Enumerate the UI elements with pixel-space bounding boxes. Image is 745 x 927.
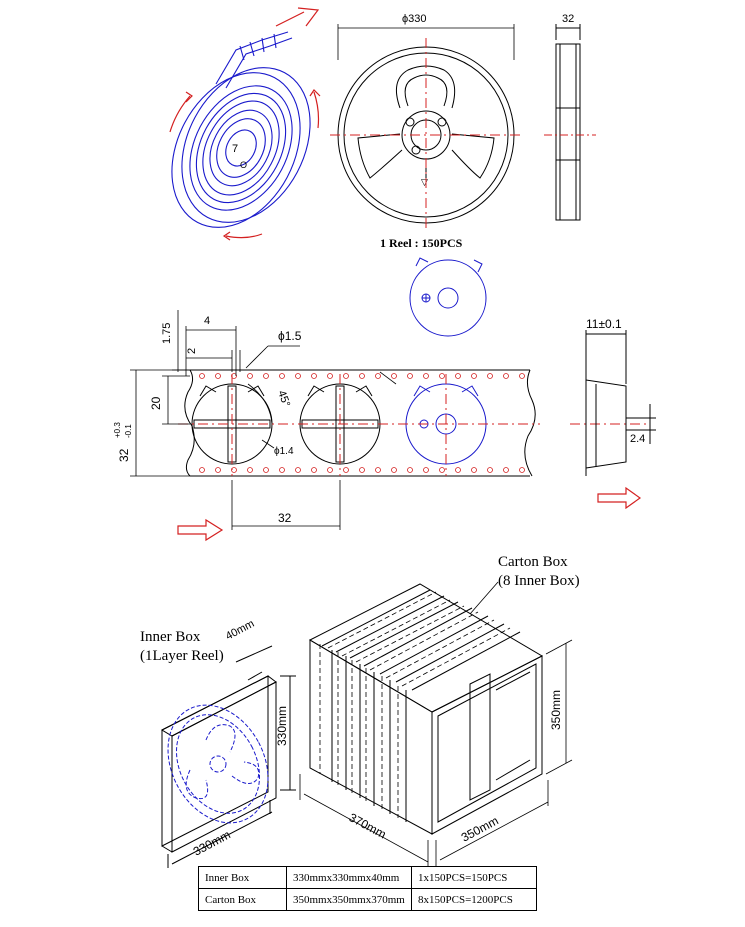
packing-spec-table: Inner Box 330mmx330mmx40mm 1x150PCS=150P… bbox=[198, 866, 537, 911]
table-cell: Inner Box bbox=[198, 866, 287, 889]
carton-box-drawing bbox=[308, 583, 544, 835]
carton-dashed-lines bbox=[319, 591, 511, 818]
dim-width: 32 bbox=[117, 448, 131, 462]
dim-width-tol-minus: -0.1 bbox=[124, 424, 133, 438]
inner-box-drawing bbox=[160, 645, 296, 868]
table-cell: 1x150PCS=150PCS bbox=[411, 866, 537, 889]
inner-box-reel bbox=[167, 704, 269, 824]
carton-dim-length: 370mm bbox=[347, 810, 389, 841]
svg-text:7: 7 bbox=[232, 143, 238, 155]
feed-direction-arrows bbox=[177, 486, 642, 542]
dim-175: 1.75 bbox=[161, 323, 173, 344]
table-cell: 8x150PCS=1200PCS bbox=[411, 888, 537, 911]
dim-pin: ϕ1.4 bbox=[274, 446, 294, 457]
inner-dim-height: 330mm bbox=[275, 706, 289, 746]
svg-text:▽: ▽ bbox=[421, 177, 428, 187]
dim-hole: ϕ1.5 bbox=[278, 329, 302, 343]
rotation-arrows bbox=[169, 7, 321, 241]
table-cell: 330mmx330mmx40mm bbox=[286, 866, 412, 889]
dim-4: 4 bbox=[204, 315, 210, 327]
reel-3d-view: 7 O bbox=[171, 31, 311, 228]
carton-dim-width: 350mm bbox=[459, 814, 501, 845]
dim-2: 2 bbox=[186, 348, 198, 354]
carton-dim-height: 350mm bbox=[549, 690, 563, 730]
dim-pitch: 32 bbox=[278, 511, 292, 525]
carton-label-2: (8 Inner Box) bbox=[498, 573, 580, 589]
inner-dim-depth: 40mm bbox=[224, 618, 257, 643]
inner-dim-width: 330mm bbox=[191, 828, 233, 859]
tape-side-view bbox=[585, 330, 656, 476]
inner-label-1: Inner Box bbox=[140, 629, 201, 645]
table-row: Carton Box 350mmx350mmx370mm 8x150PCS=12… bbox=[198, 888, 537, 911]
table-cell: 350mmx350mmx370mm bbox=[286, 888, 412, 911]
dim-angle: 45° bbox=[275, 389, 292, 409]
tape-centerlines bbox=[178, 374, 650, 476]
svg-text:O: O bbox=[240, 160, 247, 170]
reel-width-label: 32 bbox=[562, 13, 574, 25]
table-row: Inner Box 330mmx330mmx40mm 1x150PCS=150P… bbox=[198, 866, 537, 889]
dim-thickness: 2.4 bbox=[630, 433, 645, 445]
dim-20: 20 bbox=[149, 396, 163, 410]
dim-height: 11±0.1 bbox=[586, 317, 622, 331]
inner-label-2: (1Layer Reel) bbox=[140, 648, 224, 664]
tape-dimensions bbox=[130, 310, 397, 530]
carton-label-1: Carton Box bbox=[498, 554, 568, 570]
carton-dimension-lines bbox=[299, 581, 573, 866]
tape-sprocket-holes bbox=[199, 373, 525, 473]
tape-outline bbox=[184, 369, 536, 477]
table-cell: Carton Box bbox=[198, 888, 287, 911]
small-reel-view bbox=[409, 257, 487, 337]
reel-centerlines bbox=[330, 38, 520, 232]
dim-width-tol-plus: +0.3 bbox=[113, 422, 122, 438]
reel-caption: 1 Reel : 150PCS bbox=[380, 236, 463, 250]
reel-diameter-label: ϕ330 bbox=[402, 13, 427, 25]
reel-side-view bbox=[555, 24, 581, 221]
reel-diameter-dim bbox=[337, 24, 515, 60]
